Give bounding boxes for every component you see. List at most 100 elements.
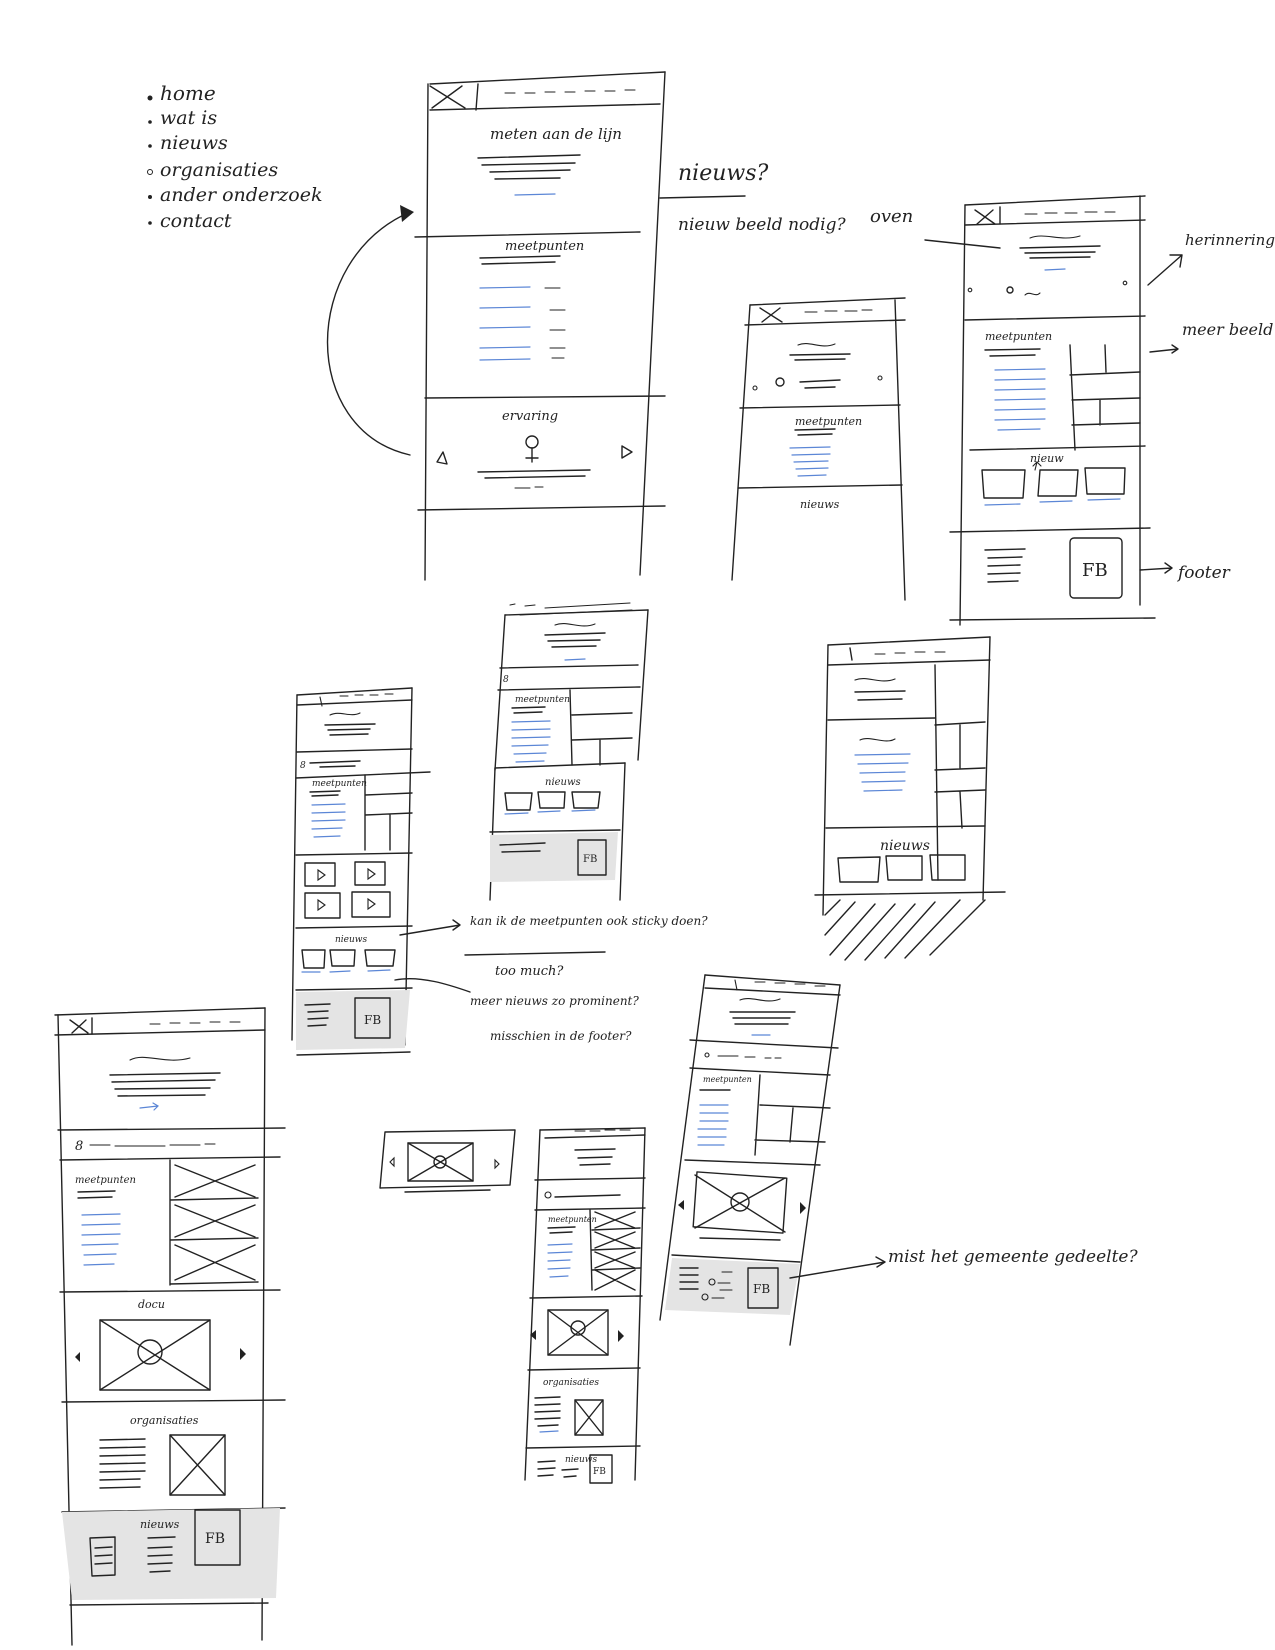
wireframe-4: nieuws: [814, 636, 1006, 961]
play-icon: [433, 1155, 447, 1169]
nav-item-contact: contact: [160, 210, 232, 232]
wireframe-7-long: 8 meetpunten docu organisaties nieuws FB: [54, 1007, 286, 1646]
annotation-meer-beeld: meer beeld: [1182, 320, 1273, 339]
section-meetpunten-label: meetpunten: [703, 1075, 752, 1084]
arrow-right-icon: [618, 1330, 624, 1342]
section-meetpunten-label: meetpunten: [75, 1175, 136, 1186]
section-nieuw-label: nieuw: [1030, 452, 1064, 465]
arrow-head-icon: [400, 205, 414, 222]
video-thumb-icon: [351, 891, 391, 918]
arrow-left-icon: [389, 1156, 395, 1168]
video-thumb-icon: [304, 892, 341, 919]
logo-placeholder-icon: [69, 1019, 89, 1034]
arrow-left-icon: [967, 287, 973, 293]
arrow-right-icon: [800, 1202, 806, 1214]
section-nieuws-label: nieuws: [880, 838, 930, 854]
wireframe-6: 8 meetpunten nieuws FB: [489, 602, 649, 901]
video-placeholder-icon: [692, 1171, 788, 1234]
annotation-footer: footer: [1176, 563, 1231, 583]
section-nieuws-label: nieuws: [565, 1455, 598, 1465]
video-thumb-icon: [304, 862, 336, 887]
arrow-right-icon: [494, 1158, 500, 1170]
annotation-herinnering: herinnering: [1185, 231, 1275, 249]
svg-text:8: 8: [300, 761, 306, 771]
person-icon: [704, 1052, 710, 1058]
fb-label: FB: [1082, 560, 1108, 581]
facebook-widget-icon: [589, 1454, 613, 1484]
wireframe-8: meetpunten organisaties nieuws FB: [524, 1127, 646, 1484]
video-thumb-icon: [354, 861, 386, 886]
nav-list: home wat is nieuws organisaties ander on…: [147, 81, 322, 232]
section-meetpunten-label: meetpunten: [505, 239, 584, 254]
wireframe-9: meetpunten FB: [659, 974, 841, 1346]
wireframe-5: 8 meetpunten nieuws FB: [291, 687, 431, 1056]
annotation-nieuws: nieuws?: [678, 161, 769, 186]
facebook-widget-icon: [194, 1509, 241, 1566]
nav-item-home: home: [160, 81, 216, 105]
facebook-widget-icon: [1069, 537, 1123, 599]
wireframe-1-desktop: meten aan de lijn meetpunten ervaring: [414, 71, 666, 581]
fb-label: FB: [583, 854, 597, 865]
annotation-meer-nieuws: meer nieuws zo prominent?: [470, 994, 639, 1008]
facebook-widget-icon: [747, 1267, 779, 1309]
section-ervaring-label: ervaring: [502, 409, 558, 424]
section-divider: [424, 395, 666, 399]
nav-item-ander-onderzoek: ander onderzoek: [160, 184, 322, 206]
play-icon: [137, 1339, 163, 1365]
footer-shaded-area: [665, 1258, 800, 1315]
logo-placeholder-icon: [974, 209, 996, 225]
section-nieuws-label: nieuws: [545, 777, 581, 788]
arrow-left-icon: [436, 451, 448, 465]
annotation-sticky: kan ik de meetpunten ook sticky doen?: [470, 914, 708, 928]
section-docu-label: docu: [138, 1298, 165, 1311]
logo-placeholder-icon: [759, 307, 783, 323]
nav-item-nieuws: nieuws: [160, 132, 228, 154]
arrow-left-icon: [678, 1200, 684, 1210]
play-icon: [570, 1320, 586, 1336]
section-meetpunten-label: meetpunten: [515, 695, 570, 705]
footer-shaded-area: [62, 1508, 280, 1600]
nav-item-organisaties: organisaties: [160, 159, 278, 181]
section-meetpunten-label: meetpunten: [985, 330, 1052, 343]
logo-placeholder-icon: [429, 85, 466, 109]
svg-text:8: 8: [503, 675, 509, 685]
image-placeholder-icon: [574, 1399, 604, 1436]
section-meetpunten-label: meetpunten: [548, 1215, 597, 1224]
image-placeholder-icons: [594, 1211, 636, 1291]
news-card-placeholders: [837, 854, 966, 883]
image-placeholder-icons: [174, 1164, 256, 1281]
fb-label: FB: [364, 1013, 381, 1027]
annotation-nieuw-beeld: nieuw beeld nodig?: [678, 215, 846, 235]
fb-label: FB: [753, 1282, 770, 1296]
annotation-oven: oven: [870, 206, 913, 227]
person-icon: [1006, 286, 1014, 294]
arrow-left-icon: [75, 1352, 80, 1362]
arrow-left-icon: [530, 1330, 536, 1340]
facebook-widget-icon: [577, 839, 607, 876]
wireframe-3: meetpunten nieuw FB: [949, 195, 1156, 626]
annotation-mist: mist het gemeente gedeelte?: [888, 1247, 1138, 1267]
arrow-right-icon: [621, 445, 633, 459]
section-meetpunten-label: meetpunten: [795, 415, 862, 428]
nav-item-wat-is: wat is: [160, 107, 217, 129]
section-organisaties-label: organisaties: [543, 1378, 599, 1388]
play-icon: [730, 1192, 750, 1212]
section-divider: [414, 231, 641, 238]
image-placeholder-icon: [169, 1434, 226, 1496]
fb-label: FB: [205, 1531, 225, 1547]
section-organisaties-label: organisaties: [130, 1414, 199, 1427]
section-nieuws-label: nieuws: [335, 935, 368, 945]
footer-shaded-area: [296, 990, 410, 1050]
hero-title: meten aan de lijn: [490, 125, 622, 143]
video-placeholder-icon: [99, 1319, 211, 1391]
arrow-right-icon: [1122, 280, 1128, 286]
news-card-placeholders: [981, 467, 1126, 499]
person-icon: [525, 435, 539, 449]
section-meetpunten-label: meetpunten: [312, 779, 367, 789]
video-placeholder-icon: [407, 1142, 474, 1182]
video-placeholder-icon: [547, 1309, 609, 1356]
wireframe-2: meetpunten nieuws: [731, 297, 906, 601]
annotation-misschien: misschien in de footer?: [490, 1029, 632, 1043]
arrow-right-icon: [877, 375, 883, 381]
